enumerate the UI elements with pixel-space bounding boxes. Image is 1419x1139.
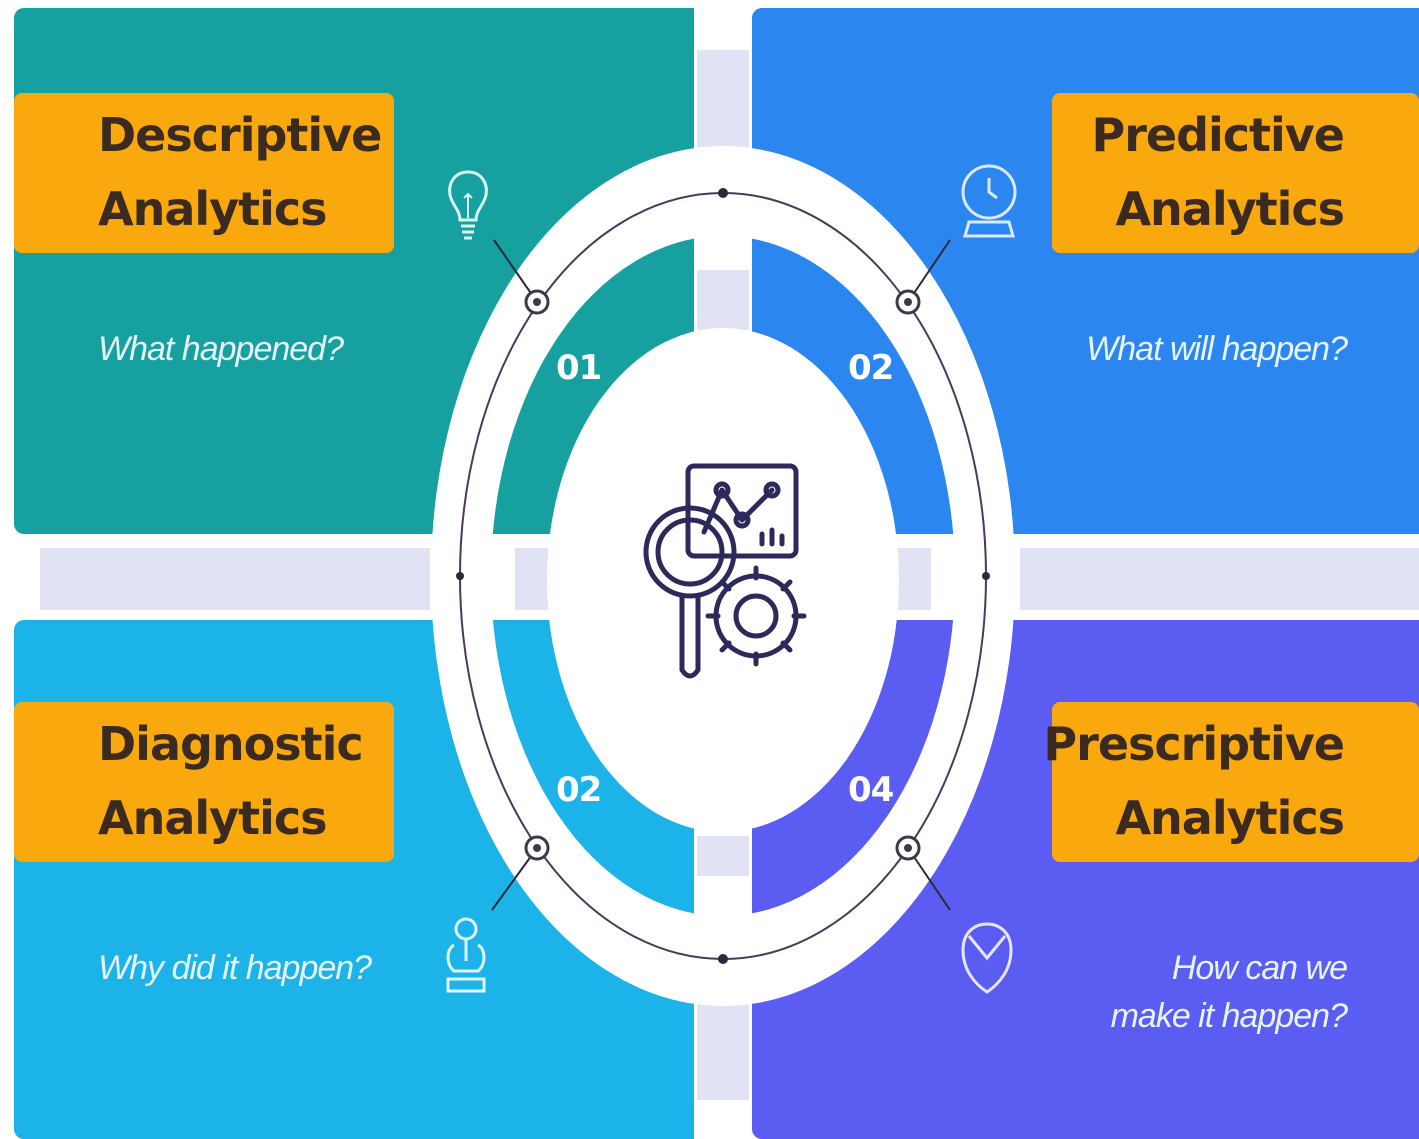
gap-vertical-inner [697, 270, 749, 330]
orbit-dot-left [456, 572, 464, 580]
orbit-dot-bottom [718, 954, 728, 964]
tag-diagnostic: Diagnostic Analytics [14, 702, 394, 862]
orbit-dot-right [982, 572, 990, 580]
tag-prescriptive: Prescriptive Analytics [1043, 702, 1419, 862]
orbit-dot-top [718, 188, 728, 198]
diagnostic-hand-icon [446, 917, 486, 993]
connector-02-top [895, 239, 951, 315]
title-line1: Descriptive [98, 108, 382, 162]
title-line1: Diagnostic [98, 717, 364, 771]
question-prescriptive-line1: How can we [1171, 949, 1348, 987]
tag-descriptive: Descriptive Analytics [14, 93, 394, 253]
title-line1: Predictive [1091, 108, 1345, 162]
title-line2: Analytics [1115, 182, 1345, 236]
title-line2: Analytics [1115, 791, 1345, 845]
tag-predictive: Predictive Analytics [1052, 93, 1419, 253]
segment-number-02-bottom: 02 [556, 770, 602, 810]
question-diagnostic: Why did it happen? [98, 949, 372, 987]
connector-04 [895, 835, 951, 911]
gap-horizontal-inner-right [895, 548, 931, 610]
segment-number-01: 01 [556, 348, 602, 388]
title-line1: Prescriptive [1043, 717, 1345, 771]
segment-number-04: 04 [848, 770, 894, 810]
crystal-ball-icon [961, 164, 1017, 238]
question-predictive: What will happen? [1086, 330, 1348, 368]
gap-horizontal-inner-left [515, 548, 551, 610]
lightbulb-icon [448, 170, 488, 240]
shield-check-icon [961, 922, 1013, 994]
connector-02-bottom [491, 835, 550, 911]
question-prescriptive-line2: make it happen? [1110, 997, 1348, 1035]
connector-01 [493, 239, 550, 315]
title-line2: Analytics [98, 182, 328, 236]
segment-number-02-top: 02 [848, 348, 894, 388]
gap-vertical-inner-bottom [697, 836, 749, 876]
title-line2: Analytics [98, 791, 328, 845]
analytics-dashboard-icon [643, 463, 807, 679]
question-descriptive: What happened? [98, 330, 344, 368]
